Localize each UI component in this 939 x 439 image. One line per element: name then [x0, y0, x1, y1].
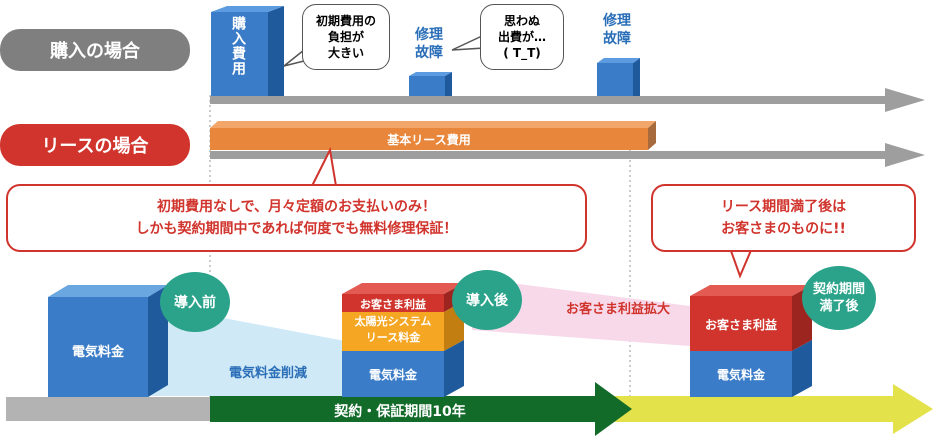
contract-period-label: 契約・保証期間10年: [334, 404, 466, 420]
end-circle-line1: 契約期間: [812, 282, 865, 297]
benefit-band: [472, 278, 690, 346]
repair2-bar-side: [633, 58, 640, 96]
repair1-bar-top: [409, 72, 452, 76]
yellow-arrow: [600, 384, 933, 434]
after-solar-label: 太陽光システム リース料金: [342, 314, 444, 346]
purchase-label-pill: 購入の場合: [0, 29, 190, 71]
end-bubble-line1: リース期間満了後は: [720, 199, 847, 215]
repair1-line2: 故障: [415, 45, 443, 61]
reduction-label: 電気料金削減: [228, 366, 307, 381]
after-benefit-label: お客さま利益: [360, 298, 426, 311]
lease-bar-top: [210, 121, 656, 128]
solar-line1: 太陽光システム: [354, 315, 432, 328]
end-stack-top: [690, 285, 812, 296]
lease-bar-label: 基本リース費用: [387, 133, 471, 147]
after-circle: 導入後: [452, 270, 522, 330]
after-stack-top: [342, 283, 464, 294]
repair1-bar: [409, 76, 445, 96]
end-bubble-tail: [728, 247, 754, 279]
lease-benefit-bubble: 初期費用なしで、月々定額のお支払いのみ！ しかも契約期間中であれば何度でも無料修…: [6, 184, 587, 252]
bubble2-line1: 思わぬ: [503, 14, 540, 28]
end-bubble-line2: お客さまのものに!!: [721, 221, 846, 237]
bubble2-line3: ( T_T): [503, 46, 541, 60]
after-benefit-block: [342, 294, 444, 312]
repair2-bar: [597, 63, 633, 96]
end-electricity-label: 電気料金: [716, 368, 765, 382]
before-electricity-label: 電気料金: [71, 345, 124, 360]
end-circle-line2: 満了後: [819, 299, 859, 314]
purchase-bar: [211, 12, 268, 96]
lease-bar: [210, 128, 648, 150]
bubble1-line2: 負担が: [327, 30, 364, 44]
bubble1-line1: 初期費用の: [315, 14, 376, 28]
repair1-line1: 修理: [415, 27, 443, 43]
bubble1-line3: 大きい: [327, 46, 364, 60]
initial-cost-bubble: 初期費用の 負担が 大きい: [302, 4, 390, 70]
ownership-bubble: リース期間満了後は お客さまのものに!!: [651, 184, 916, 252]
repair2-label: 修理 故障: [592, 12, 642, 48]
after-solar-block: [342, 312, 444, 351]
green-arrow: [210, 382, 632, 436]
repair2-line2: 故障: [603, 31, 631, 47]
purchase-bar-label: 購入費用: [230, 16, 246, 76]
baseline-gray: [6, 397, 211, 421]
purchase-timeline-arrow: [210, 88, 925, 112]
after-electricity-side: [444, 340, 464, 397]
before-block: [48, 297, 148, 397]
lease-bubble-line1: 初期費用なしで、月々定額のお支払いのみ！: [156, 199, 437, 215]
bubble2-line2: 出費が…: [497, 30, 546, 44]
end-electricity-block: [690, 351, 792, 397]
end-circle: 契約期間 満了後: [802, 266, 876, 330]
after-electricity-label: 電気料金: [368, 368, 417, 382]
repair1-bar-side: [445, 72, 452, 96]
repair2-line1: 修理: [603, 13, 631, 29]
solar-line2: リース料金: [365, 331, 421, 344]
before-circle: 導入前: [160, 272, 230, 332]
lease-timeline-arrow: [210, 143, 925, 167]
before-block-top: [48, 285, 168, 297]
lease-label-pill: リースの場合: [0, 124, 190, 166]
repair2-bar-top: [597, 58, 640, 63]
unexpected-cost-bubble: 思わぬ 出費が… ( T_T): [480, 4, 564, 70]
lease-bar-side: [648, 121, 656, 150]
purchase-bar-top: [211, 6, 284, 12]
repair1-label: 修理 故障: [404, 26, 454, 62]
end-benefit-label: お客さま利益: [704, 318, 777, 332]
purchase-bar-side: [268, 6, 284, 96]
lease-bubble-line2: しかも契約期間中であれば何度でも無料修理保証！: [135, 221, 458, 237]
end-electricity-side: [792, 340, 812, 397]
after-electricity-block: [342, 351, 444, 397]
end-benefit-block: [690, 296, 792, 351]
benefit-growth-label: お客さま利益拡大: [565, 302, 670, 317]
